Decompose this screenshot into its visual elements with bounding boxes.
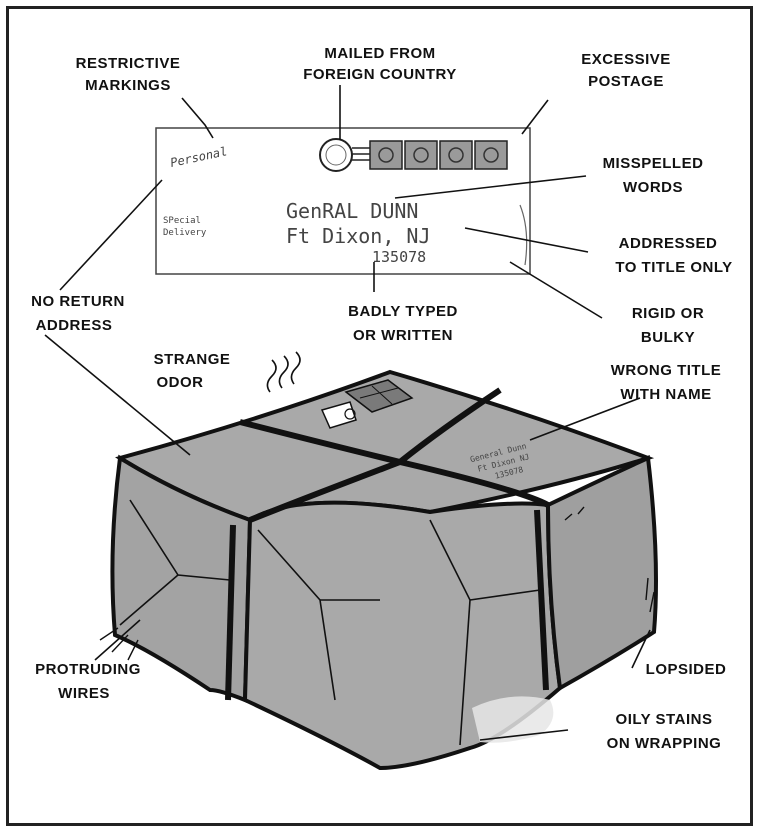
label-no-return-line-2: ADDRESS	[36, 317, 113, 334]
package: General Dunn Ft Dixon NJ 135078	[100, 352, 656, 768]
odor-wisps-icon	[267, 352, 300, 392]
label-oily-stains-line-1: OILY STAINS	[616, 711, 713, 728]
side-note-line-2: Delivery	[163, 228, 207, 238]
label-wrong-title-line-1: WRONG TITLE	[611, 362, 722, 379]
label-rigid-line-2: BULKY	[641, 329, 695, 346]
label-restrictive-markings-line-1: RESTRICTIVE	[76, 55, 181, 72]
label-wrong-title-with-name: WRONG TITLE WITH NAME	[611, 362, 722, 403]
label-mailed-from-foreign-country: MAILED FROM FOREIGN COUNTRY	[303, 45, 457, 83]
label-excessive-postage-line-2: POSTAGE	[588, 73, 664, 90]
label-mailed-from-line-2: FOREIGN COUNTRY	[303, 66, 457, 83]
label-oily-stains-line-2: ON WRAPPING	[607, 735, 722, 752]
label-misspelled-words: MISSPELLED WORDS	[603, 155, 704, 196]
label-badly-typed-or-written: BADLY TYPED OR WRITTEN	[348, 303, 458, 344]
label-misspelled-words-line-2: WORDS	[623, 179, 683, 196]
label-rigid-line-1: RIGID OR	[632, 305, 704, 322]
label-no-return-line-1: NO RETURN	[31, 293, 125, 310]
label-no-return-address: NO RETURN ADDRESS	[31, 293, 125, 334]
label-addressed-to-title-only: ADDRESSED TO TITLE ONLY	[615, 235, 732, 276]
label-oily-stains-on-wrapping: OILY STAINS ON WRAPPING	[607, 711, 722, 752]
label-strange-odor-line-1: STRANGE	[154, 351, 231, 368]
label-addressed-line-2: TO TITLE ONLY	[615, 259, 732, 276]
label-protruding-line-1: PROTRUDING	[35, 661, 141, 678]
label-protruding-wires: PROTRUDING WIRES	[35, 661, 141, 702]
label-strange-odor: STRANGE ODOR	[154, 351, 231, 391]
label-wrong-title-line-2: WITH NAME	[620, 386, 711, 403]
envelope-name-line: GenRAL DUNN	[286, 199, 418, 223]
envelope-city-line: Ft Dixon, NJ	[286, 224, 431, 248]
side-note-line-1: SPecial	[163, 216, 201, 226]
label-protruding-line-2: WIRES	[58, 685, 110, 702]
label-restrictive-markings: RESTRICTIVE MARKINGS	[76, 55, 181, 94]
label-addressed-line-1: ADDRESSED	[619, 235, 718, 252]
label-excessive-postage: EXCESSIVE POSTAGE	[581, 51, 671, 90]
label-excessive-postage-line-1: EXCESSIVE	[581, 51, 671, 68]
label-strange-odor-line-2: ODOR	[157, 374, 204, 391]
label-rigid-or-bulky: RIGID OR BULKY	[632, 305, 704, 346]
label-misspelled-words-line-1: MISSPELLED	[603, 155, 704, 172]
label-restrictive-markings-line-2: MARKINGS	[85, 77, 171, 94]
label-badly-typed-line-2: OR WRITTEN	[353, 327, 453, 344]
envelope: Personal SPecial Delivery GenRAL DUNN Ft…	[156, 128, 530, 274]
label-lopsided-line-1: LOPSIDED	[646, 661, 727, 678]
label-lopsided: LOPSIDED	[646, 661, 727, 678]
label-mailed-from-line-1: MAILED FROM	[324, 45, 435, 62]
label-badly-typed-line-1: BADLY TYPED	[348, 303, 458, 320]
envelope-zip-line: 135078	[372, 248, 426, 266]
